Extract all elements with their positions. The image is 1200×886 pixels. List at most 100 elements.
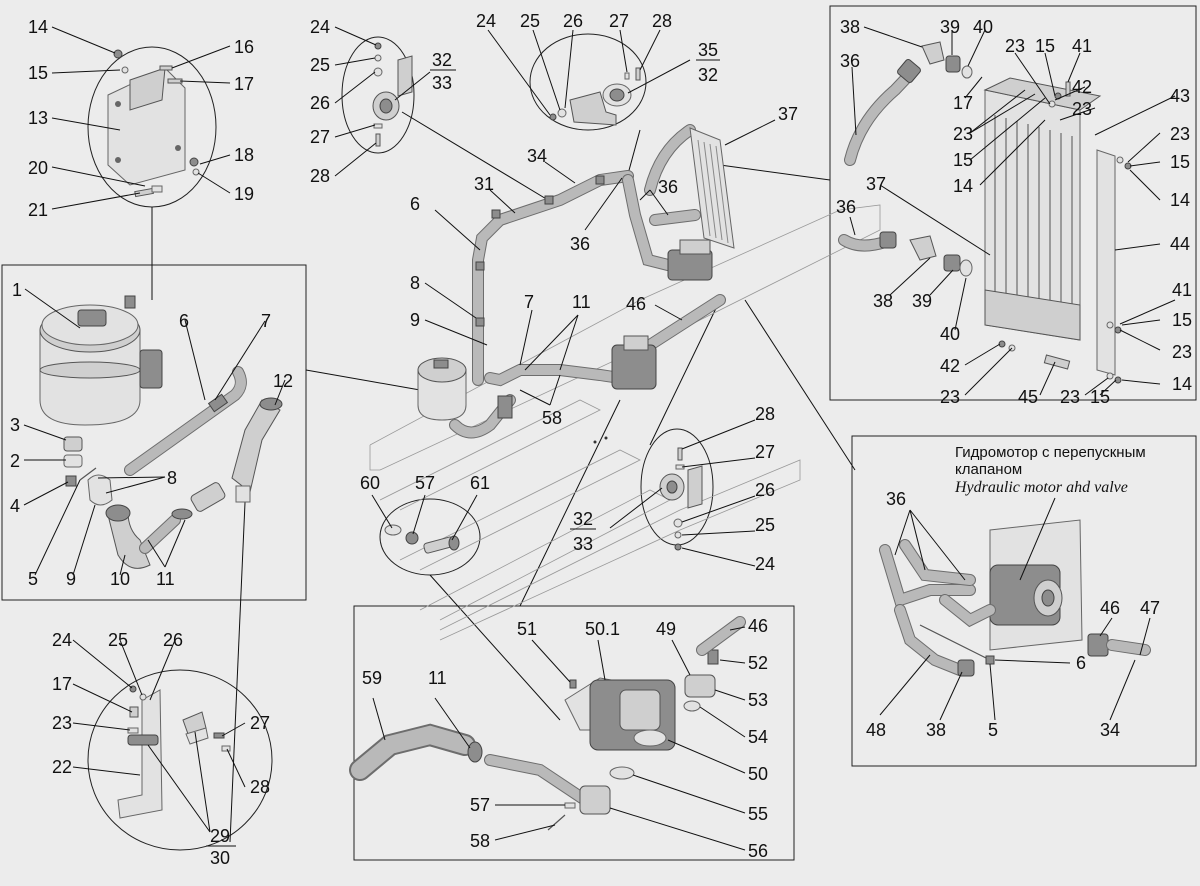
- label-50: 50: [748, 764, 768, 784]
- label-48: 48: [866, 720, 886, 740]
- side-plate-44: [1096, 149, 1116, 376]
- label-35: 35: [698, 40, 718, 60]
- label-16: 16: [234, 37, 254, 57]
- label-27-mid: 27: [755, 442, 775, 462]
- clamp-halves-29: [182, 711, 231, 752]
- label-36-motor: 36: [886, 489, 906, 509]
- fitting-detail-circle: [379, 498, 481, 576]
- label-9-main: 9: [410, 310, 420, 330]
- label-39-top: 39: [940, 17, 960, 37]
- label-33-top: 33: [432, 73, 452, 93]
- label-57-fitting: 57: [415, 473, 435, 493]
- main-tank: [417, 357, 513, 421]
- pump-detail-frame: [353, 605, 795, 861]
- label-19: 19: [234, 184, 254, 204]
- pipe-12: [231, 397, 283, 503]
- clamp-35-top: [549, 67, 641, 126]
- label-27-bottom: 27: [250, 713, 270, 733]
- label-8: 8: [167, 468, 177, 488]
- label-31: 31: [474, 174, 494, 194]
- label-4: 4: [10, 496, 20, 516]
- label-6: 6: [179, 311, 189, 331]
- elbow-9-10: [87, 474, 151, 569]
- motor-hoses-36: [879, 539, 996, 677]
- label-29: 29: [210, 826, 230, 846]
- label-25-top: 25: [310, 55, 330, 75]
- label-24-topmid: 24: [476, 11, 496, 31]
- label-37-rad: 37: [866, 174, 886, 194]
- label-44: 44: [1170, 234, 1190, 254]
- label-37-main: 37: [778, 104, 798, 124]
- label-50-1: 50.1: [585, 619, 620, 639]
- hose-36-radiator: [838, 59, 921, 252]
- pump-fittings: [569, 616, 746, 712]
- fitting-60-57-61: [384, 524, 460, 554]
- motor-detail-frame: [851, 435, 1197, 767]
- label-42-top: 42: [1072, 77, 1092, 97]
- label-15-rad-e: 15: [1090, 387, 1110, 407]
- label-25-topmid: 25: [520, 11, 540, 31]
- suction-pipe-59: [349, 723, 483, 781]
- label-41-top: 41: [1072, 36, 1092, 56]
- label-40-mid: 40: [940, 324, 960, 344]
- label-23-rad-a: 23: [1005, 36, 1025, 56]
- label-14-rad-a: 14: [953, 176, 973, 196]
- label-38-mid: 38: [873, 291, 893, 311]
- label-21: 21: [28, 200, 48, 220]
- label-26-mid: 26: [755, 480, 775, 500]
- label-23-rad-b: 23: [1072, 99, 1092, 119]
- label-11: 11: [156, 569, 175, 589]
- label-23-rad-c: 23: [953, 124, 973, 144]
- label-6-motor: 6: [1076, 653, 1086, 673]
- label-15: 15: [28, 63, 48, 83]
- label-28-topmid: 28: [652, 11, 672, 31]
- label-41-mid: 41: [1172, 280, 1192, 300]
- small-fasteners-topleft: [113, 49, 200, 198]
- pipe-56-flange: [484, 754, 635, 831]
- label-34: 34: [527, 146, 547, 166]
- label-53: 53: [748, 690, 768, 710]
- label-36-main-a: 36: [658, 177, 678, 197]
- label-5-motor: 5: [988, 720, 998, 740]
- label-42-bottom: 42: [940, 356, 960, 376]
- main-hydraulic-motor: [667, 239, 713, 281]
- label-11-main: 11: [572, 292, 591, 312]
- label-39-mid: 39: [912, 291, 932, 311]
- label-52: 52: [748, 653, 768, 673]
- hose-46-47-34: [1087, 633, 1151, 657]
- label-24-mid: 24: [755, 554, 775, 574]
- label-38-top: 38: [840, 17, 860, 37]
- label-60: 60: [360, 473, 380, 493]
- main-radiator: [689, 127, 735, 249]
- main-pipes: [449, 124, 726, 439]
- label-28-top: 28: [310, 166, 330, 186]
- label-13: 13: [28, 108, 48, 128]
- label-26-bottom: 26: [163, 630, 183, 650]
- fittings-38-39-40: [909, 41, 973, 277]
- label-17: 17: [234, 74, 254, 94]
- label-24-top: 24: [310, 17, 330, 37]
- label-40-top: 40: [973, 17, 993, 37]
- label-36-rad-mid: 36: [836, 197, 856, 217]
- label-25-bottom: 25: [108, 630, 128, 650]
- label-56: 56: [748, 841, 768, 861]
- label-23-rad-f: 23: [940, 387, 960, 407]
- radiator-detail-frame: [829, 5, 1197, 401]
- label-17-bottom: 17: [52, 674, 72, 694]
- pump-50: [564, 677, 676, 751]
- label-32-mid: 32: [573, 509, 593, 529]
- label-28-bottom: 28: [250, 777, 270, 797]
- label-9: 9: [66, 569, 76, 589]
- label-23-bottom: 23: [52, 713, 72, 733]
- label-15-rad-b: 15: [953, 150, 973, 170]
- label-49: 49: [656, 619, 676, 639]
- label-51: 51: [517, 619, 537, 639]
- label-61: 61: [470, 473, 490, 493]
- label-55: 55: [748, 804, 768, 824]
- label-14-rad-b: 14: [1170, 190, 1190, 210]
- bracket-detail-circle-bottom: [87, 669, 273, 851]
- label-30: 30: [210, 848, 230, 868]
- label-46-motor: 46: [1100, 598, 1120, 618]
- label-57-pump: 57: [470, 795, 490, 815]
